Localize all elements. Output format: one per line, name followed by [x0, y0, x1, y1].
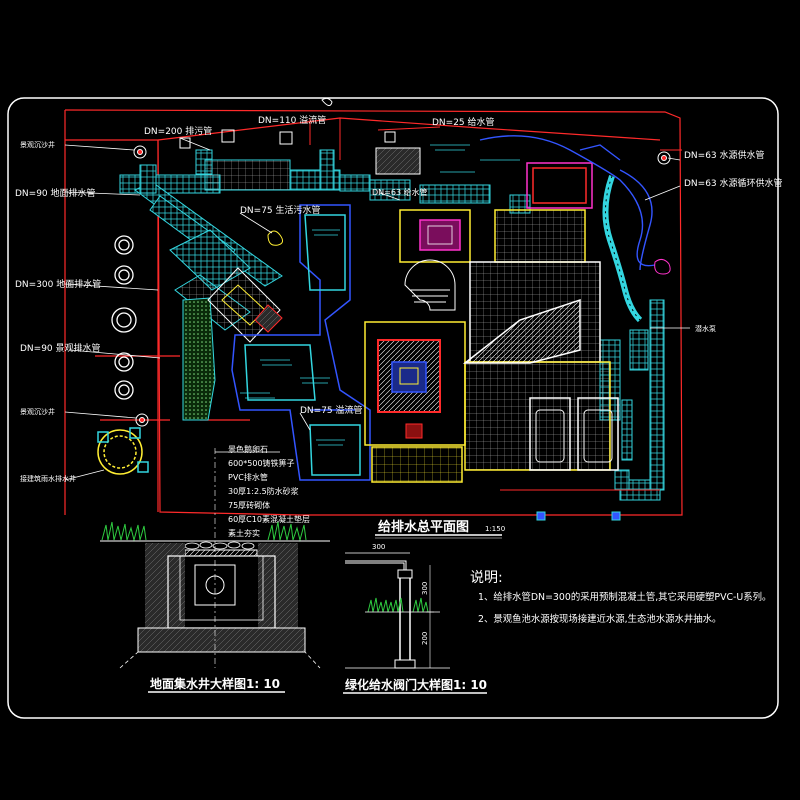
plan-labels: 景观沉沙井 DN=200 排污管 DN=110 溢流管 DN=25 给水管 DN… [15, 114, 783, 483]
label-dn63-a: DN=63 水源供水管 [684, 149, 765, 161]
well-legend-5: 75厚砖砌体 [228, 500, 270, 510]
supply-pipes [310, 135, 656, 411]
valve-detail-title: 绿化给水阀门大样图1: 10 [345, 677, 487, 692]
label-dn63-mid: DN=63 给水管 [372, 187, 428, 197]
winding-path-hatch [604, 175, 641, 321]
well-legend-3: PVC排水管 [228, 472, 268, 482]
label-dn200: DN=200 排污管 [144, 125, 212, 137]
garage [535, 409, 613, 463]
round-gazebo [97, 427, 149, 475]
notes-line-1: 1、给排水管DN=300的采用预制混凝土管,其它采用硬塑PVC-U系列。 [478, 591, 771, 603]
well-legend-4: 30厚1:2.5防水砂浆 [228, 486, 299, 496]
trees [111, 235, 137, 400]
house [364, 162, 619, 483]
label-sand-well-mid: 景观沉沙井 [20, 407, 55, 416]
leader-lines [64, 137, 690, 481]
label-pump: 潜水泵 [695, 324, 716, 333]
koi-pond [231, 204, 371, 481]
drain-lines [309, 118, 682, 521]
living-room [377, 339, 441, 439]
rockery [267, 97, 671, 275]
notes-heading: 说明: [470, 570, 503, 586]
dining-set [419, 219, 461, 251]
well-legend-7: 素土夯实 [228, 528, 260, 538]
upper-garden [369, 179, 531, 214]
label-dn75-b: DN=75 溢流管 [300, 404, 363, 416]
valve-dim-upper: 300 [421, 582, 429, 595]
pebbles [184, 541, 255, 550]
grass-left [101, 521, 307, 542]
valve-detail: 300 300 200 绿化给水阀门大样图1: 10 [343, 543, 487, 694]
label-dn110: DN=110 溢流管 [258, 114, 326, 126]
label-dn75-a: DN=75 生活污水管 [240, 204, 321, 216]
notes: 说明: 1、给排水管DN=300的采用预制混凝土管,其它采用硬塑PVC-U系列。… [470, 570, 771, 625]
label-dn63-b: DN=63 水源循环供水管 [684, 177, 783, 189]
well-detail: 景色鹅卵石 600*500铸铁箅子 PVC排水管 30厚1:2.5防水砂浆 75… [100, 444, 330, 693]
pavilion [207, 267, 283, 343]
main-title-text: 给排水总平面图 [378, 519, 469, 535]
drawing-frame [7, 97, 779, 719]
label-dn90-b: DN=90 景观排水管 [20, 342, 101, 354]
valve-dim-lower: 200 [421, 632, 429, 645]
valve-dim-top: 300 [372, 543, 385, 551]
main-title: 给排水总平面图 1:150 [375, 519, 505, 539]
planting-bed [182, 297, 216, 421]
label-dn300: DN=300 地面排水管 [15, 278, 101, 290]
notes-line-2: 2、景观鱼池水源按现场接建近水源,生态池水源水井抽水。 [478, 613, 721, 625]
label-dn90-a: DN=90 地面排水管 [15, 187, 96, 199]
spiral-stair [404, 259, 456, 311]
well-detail-title: 地面集水井大样图1: 10 [150, 676, 280, 691]
water-ripples [240, 144, 520, 446]
equipment-box [375, 147, 421, 175]
label-pond-drain: 接建筑雨水排水井 [20, 474, 76, 483]
markers [179, 129, 396, 149]
label-dn25: DN=25 给水管 [432, 116, 495, 128]
sand-wells [133, 145, 671, 427]
well-legend-6: 60厚C10素混凝土垫层 [228, 514, 310, 524]
well-legend-1: 景色鹅卵石 [228, 444, 268, 454]
label-sand-well-top: 景观沉沙井 [20, 140, 55, 149]
well-legend-2: 600*500铸铁箅子 [228, 458, 295, 468]
main-title-scale: 1:150 [485, 525, 505, 533]
